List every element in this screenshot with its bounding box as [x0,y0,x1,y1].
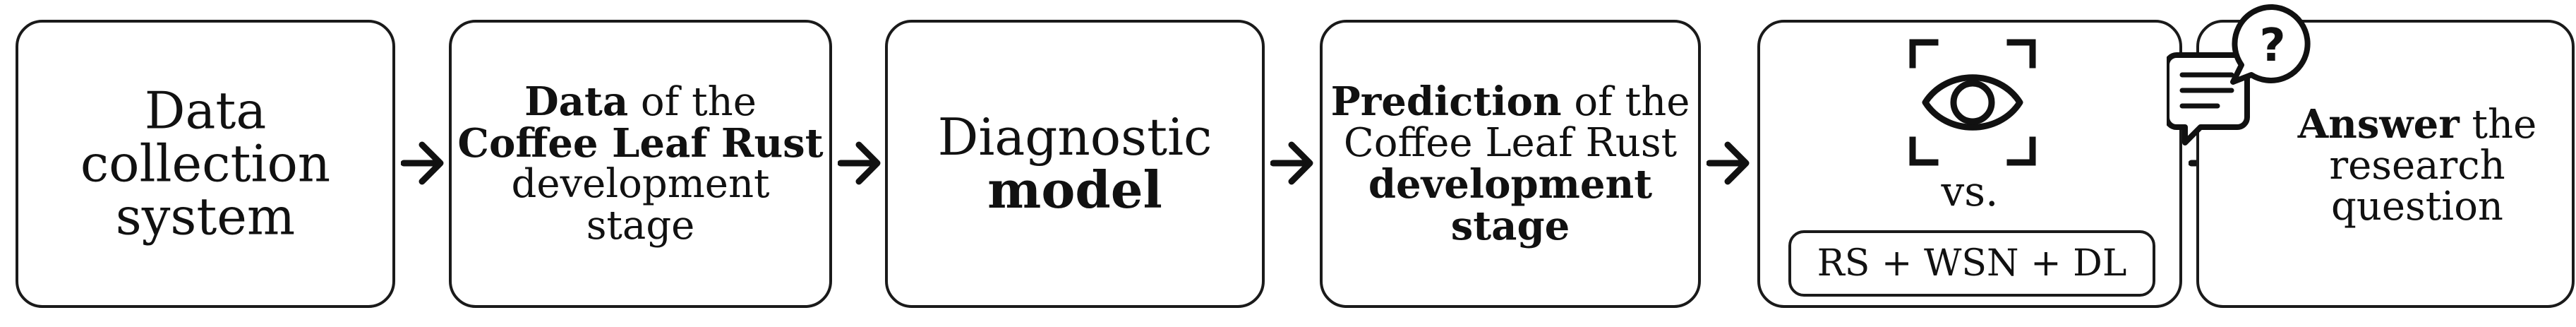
step-2-line-1: Data of the [452,81,829,123]
methods-pill: RS + WSN + DL [1788,230,2155,297]
step-2-label: Data of the Coffee Leaf Rust development… [452,81,829,246]
step-1-label: Data collection system [18,81,392,246]
step-4-label: Prediction of the Coffee Leaf Rust devel… [1323,81,1698,246]
step-2-line-3: development [511,161,770,208]
step-3-line-1: Diagnostic [937,107,1212,167]
step-6-line-1: Answer the [2263,104,2572,145]
step-2-line-4: stage [586,202,695,249]
step-6-bold-word: Answer [2297,101,2460,148]
step-6-line-1-rest: the [2459,102,2537,148]
step-4-line-1-rest: of the [1561,79,1690,126]
right-arrow-icon [838,141,881,185]
step-2-line-1-rest: of the [628,79,757,126]
step-6-label: Answer the research question [2263,104,2572,228]
step-4-line-3: development [1368,161,1653,208]
step-4-line-4: stage [1450,202,1570,249]
step-2-bold-word: Data [524,78,629,126]
step-data-collection-system: Data collection system [16,20,395,308]
step-prediction-development-stage: Prediction of the Coffee Leaf Rust devel… [1320,20,1701,308]
right-arrow-icon [401,141,444,185]
step-1-line-1: Data [144,81,267,141]
right-arrow-icon [1270,141,1313,185]
step-comparison-eye-vs-methods: vs. RS + WSN + DL [1757,20,2182,308]
step-4-bold-word: Prediction [1330,78,1562,126]
step-3-label: Diagnostic model [888,111,1262,217]
eye-scan-icon [1909,39,2036,166]
step-1-line-2: collection [80,133,331,194]
step-4-line-1: Prediction of the [1323,81,1698,123]
question-chat-icon: ? [2167,4,2311,145]
step-3-line-2: model [987,160,1162,220]
step-diagnostic-model: Diagnostic model [885,20,1265,308]
step-4-line-2: Coffee Leaf Rust [1343,120,1678,167]
step-1-line-3: system [115,186,296,246]
step-data-of-coffee-leaf-rust: Data of the Coffee Leaf Rust development… [449,20,832,308]
svg-text:?: ? [2259,20,2285,72]
step-6-line-2: research [2329,143,2505,189]
right-arrow-icon [1707,141,1750,185]
step-2-line-2: Coffee Leaf Rust [457,120,824,167]
step-6-line-3: question [2331,184,2503,230]
vs-label: vs. [1941,167,1999,215]
